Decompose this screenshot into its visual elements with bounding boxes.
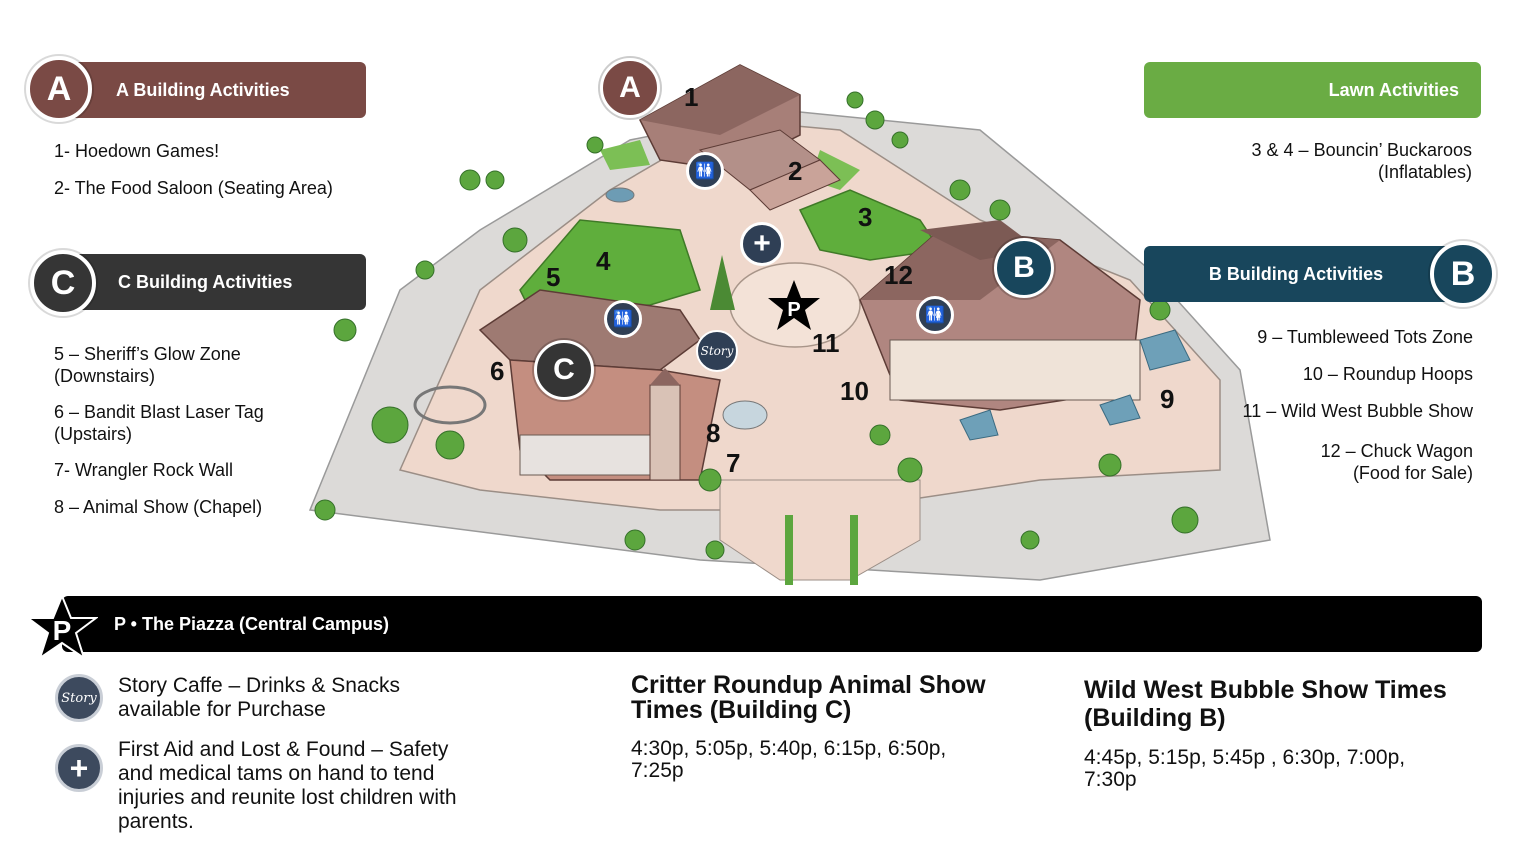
story-caffe-logo-icon: Story bbox=[696, 330, 738, 372]
first-aid-icon: + bbox=[740, 222, 784, 266]
amenity-story-caffe: Story Caffe – Drinks & Snacks available … bbox=[118, 674, 401, 721]
b-building-badge: B bbox=[1430, 241, 1496, 307]
piazza-title: P • The Piazza (Central Campus) bbox=[114, 613, 390, 634]
map-label-6: 6 bbox=[490, 356, 505, 386]
piazza-star-letter: P bbox=[787, 299, 800, 321]
map-label-8: 8 bbox=[706, 418, 721, 448]
restroom-icon: 🚻 bbox=[686, 152, 724, 190]
map-badge-b: B bbox=[994, 238, 1054, 298]
b-item-9: 9 – Tumbleweed Tots Zone bbox=[1257, 327, 1473, 347]
c-item-8: 8 – Animal Show (Chapel) bbox=[54, 497, 263, 517]
a-building-badge: A bbox=[26, 56, 92, 122]
c-item-7: 7- Wrangler Rock Wall bbox=[54, 460, 234, 480]
piazza-star-icon: P bbox=[768, 280, 820, 330]
campus-map bbox=[308, 64, 1271, 585]
map-label-4: 4 bbox=[596, 246, 611, 276]
c-building-banner: C Building Activities bbox=[62, 254, 366, 310]
b-item-11: 11 – Wild West Bubble Show bbox=[1242, 401, 1473, 421]
lawn-title: Lawn Activities bbox=[1328, 79, 1459, 100]
c-building-title: C Building Activities bbox=[118, 271, 293, 292]
piazza-badge-letter: P bbox=[53, 615, 72, 646]
lawn-item-3-4: 3 & 4 – Bouncin’ Buckaroos (Inflatables) bbox=[1251, 140, 1472, 182]
first-aid-icon: + bbox=[55, 744, 103, 792]
map-label-12: 12 bbox=[884, 260, 913, 290]
c-item-5: 5 – Sheriff’s Glow Zone (Downstairs) bbox=[54, 344, 241, 386]
map-badge-a: A bbox=[600, 58, 660, 118]
piazza-badge-icon: P bbox=[26, 594, 98, 660]
a-item-1: 1- Hoedown Games! bbox=[54, 141, 220, 161]
restroom-icon: 🚻 bbox=[604, 300, 642, 338]
bubble-show-title: Wild West Bubble Show Times (Building B) bbox=[1084, 676, 1447, 732]
a-item-2: 2- The Food Saloon (Seating Area) bbox=[54, 178, 333, 198]
map-label-1: 1 bbox=[684, 82, 699, 112]
map-trees bbox=[314, 91, 1199, 560]
amenity-first-aid: First Aid and Lost & Found – Safety and … bbox=[118, 738, 457, 833]
map-label-11: 11 bbox=[812, 328, 840, 358]
c-item-6: 6 – Bandit Blast Laser Tag (Upstairs) bbox=[54, 402, 264, 444]
animal-show-times: 4:30p, 5:05p, 5:40p, 6:15p, 6:50p, 7:25p bbox=[631, 737, 947, 782]
map-label-3: 3 bbox=[858, 202, 873, 232]
b-item-12: 12 – Chuck Wagon (Food for Sale) bbox=[1320, 441, 1473, 483]
story-caffe-logo-icon: Story bbox=[55, 674, 103, 722]
c-building-badge: C bbox=[30, 250, 96, 316]
bubble-show-times: 4:45p, 5:15p, 5:45p , 6:30p, 7:00p, 7:30… bbox=[1084, 746, 1406, 791]
a-building-banner: A Building Activities bbox=[60, 62, 366, 118]
restroom-icon: 🚻 bbox=[916, 296, 954, 334]
map-label-7: 7 bbox=[726, 448, 741, 478]
a-building-title: A Building Activities bbox=[116, 79, 290, 100]
map-label-9: 9 bbox=[1160, 384, 1175, 414]
b-item-10: 10 – Roundup Hoops bbox=[1302, 364, 1473, 384]
lawn-banner: Lawn Activities bbox=[1144, 62, 1481, 118]
animal-show-title: Critter Roundup Animal Show Times (Build… bbox=[631, 671, 986, 724]
map-badge-c: C bbox=[534, 340, 594, 400]
map-label-10: 10 bbox=[840, 376, 869, 406]
b-building-banner: B Building Activities bbox=[1144, 246, 1458, 302]
piazza-banner: P • The Piazza (Central Campus) bbox=[62, 596, 1482, 652]
b-building-title: B Building Activities bbox=[1208, 263, 1384, 284]
map-label-5: 5 bbox=[546, 262, 561, 292]
map-label-2: 2 bbox=[788, 156, 803, 186]
